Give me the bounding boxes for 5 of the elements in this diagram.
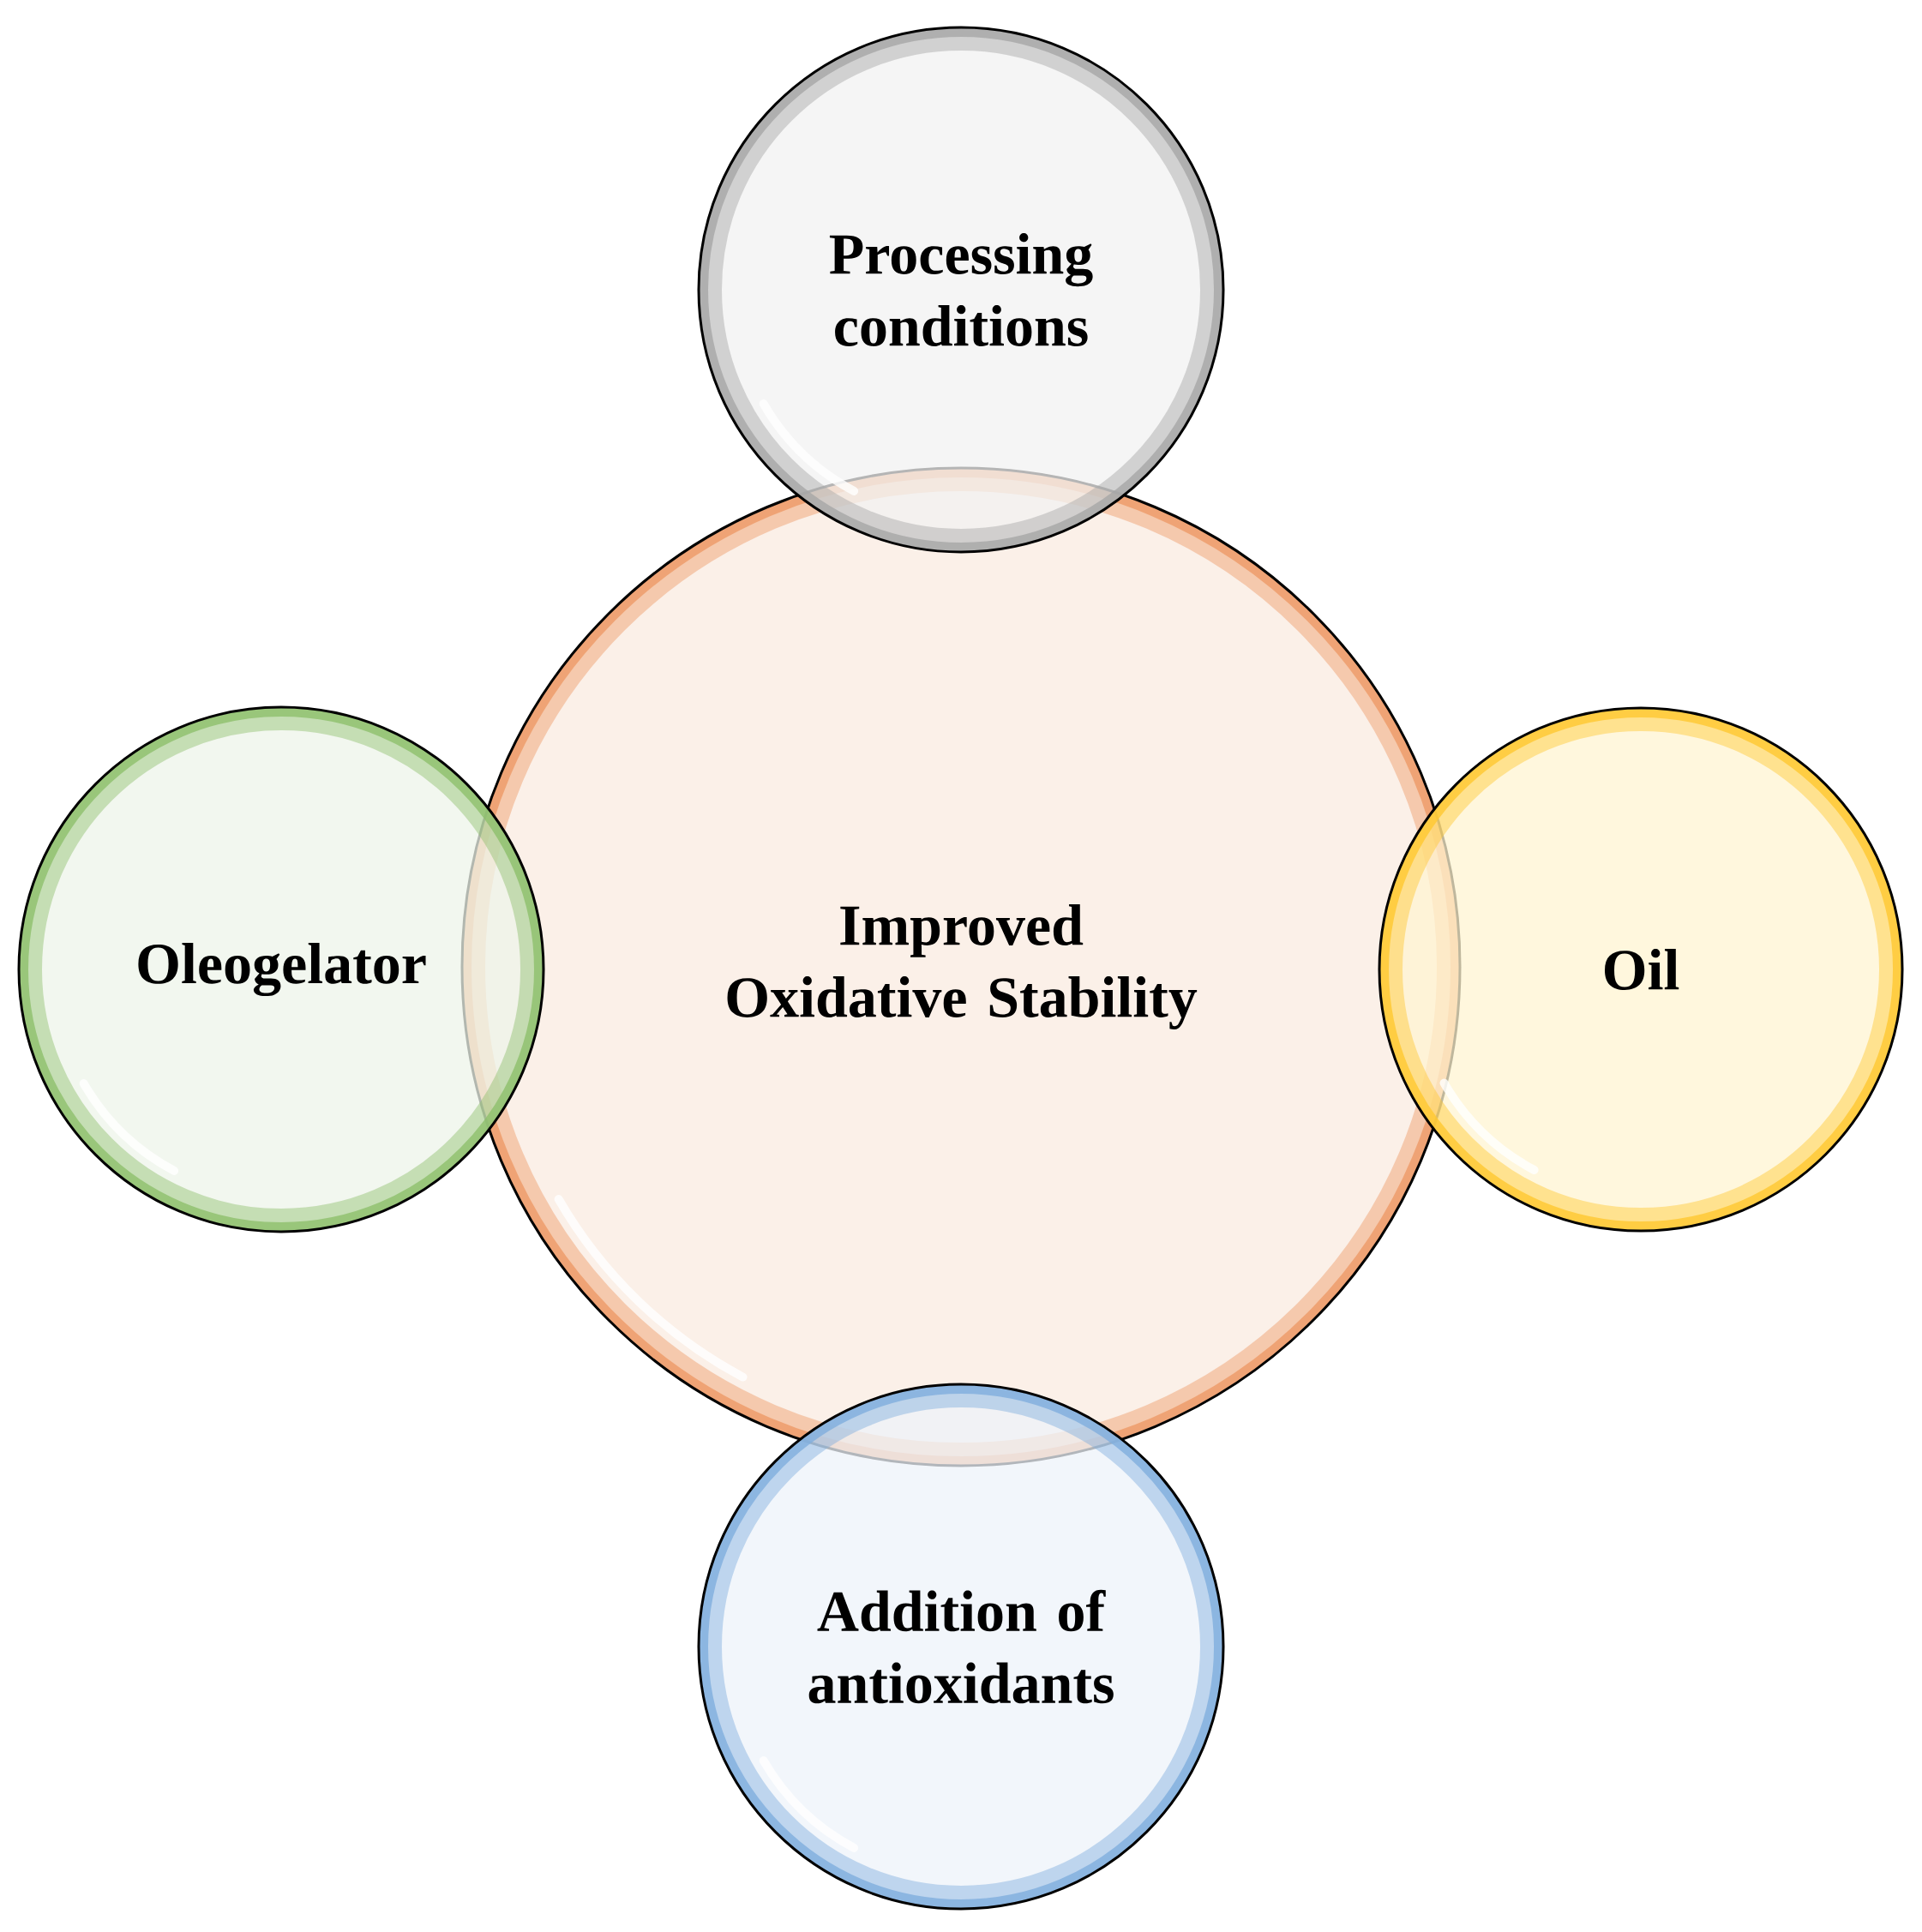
- node-label: Oil: [1605, 949, 1679, 990]
- node-label: Processing conditions: [829, 233, 1093, 346]
- node-label: Oleogelator: [138, 942, 426, 997]
- node-label: Addition of antioxidants: [808, 1589, 1114, 1704]
- node-label: Improved Oxidative Stability: [727, 904, 1198, 1029]
